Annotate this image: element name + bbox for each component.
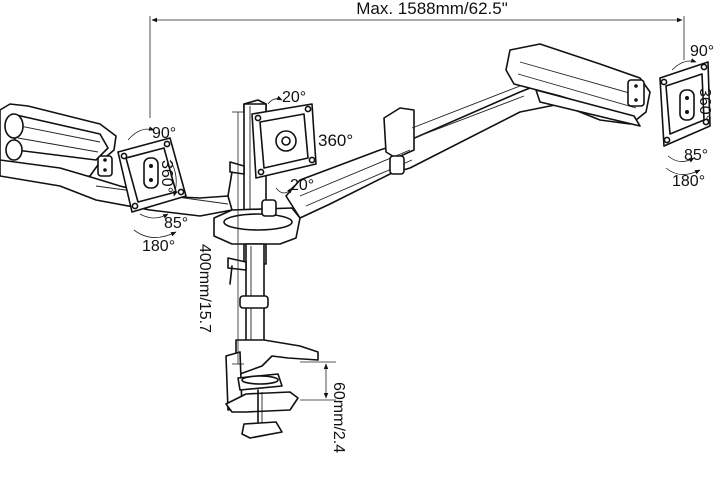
left-tilt-label: 90°: [152, 125, 176, 142]
right-arm: [285, 43, 651, 219]
pole-height-label: 400mm/15.7: [196, 244, 213, 333]
center-vesa-plate: [251, 103, 317, 179]
left-vesa-plate: [117, 137, 187, 213]
center-tilt-down-label: 20°: [290, 177, 314, 194]
max-width-label: Max. 1588mm/62.5": [356, 0, 508, 18]
right-rotation-arcs: [665, 58, 701, 175]
pole-and-clamp: [213, 99, 319, 439]
right-pan-label: 85°: [684, 147, 708, 164]
left-pan-label: 85°: [164, 215, 188, 232]
left-rotate-label: 360°: [158, 160, 175, 193]
left-arm: [0, 103, 233, 217]
right-swivel-label: 180°: [672, 173, 705, 190]
center-tilt-up-label: 20°: [282, 89, 306, 106]
right-tilt-label: 90°: [690, 43, 714, 60]
left-rotation-arcs: [127, 126, 178, 238]
max-width-dimension: Max. 1588mm/62.5": [149, 0, 685, 118]
right-vesa-plate: [659, 61, 711, 147]
clamp-thickness-label: 60mm/2.4: [330, 382, 347, 453]
pole-height-dimension: 400mm/15.7: [196, 111, 244, 365]
left-swivel-label: 180°: [142, 238, 175, 255]
clamp-dimension: 60mm/2.4: [300, 361, 347, 453]
right-rotate-label: 360°: [696, 88, 713, 121]
center-rotate-label: 360°: [318, 131, 353, 150]
center-rotation-arcs: [267, 95, 293, 194]
